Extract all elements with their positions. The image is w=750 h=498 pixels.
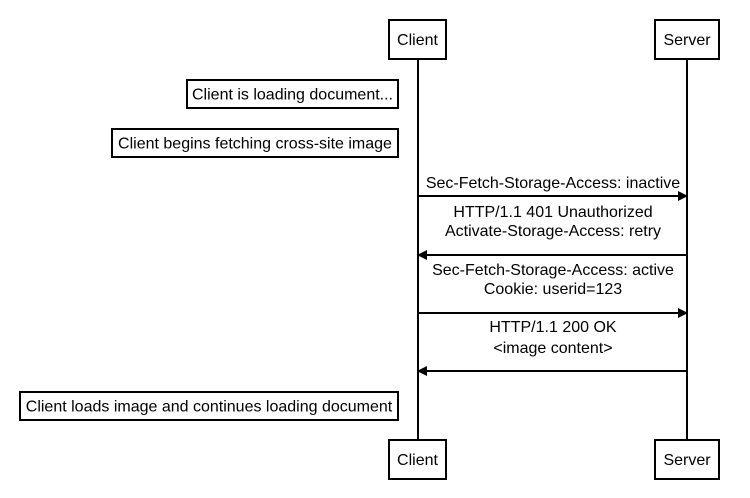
- note-loads-image: Client loads image and continues loading…: [19, 391, 399, 421]
- arrowhead-left: [417, 250, 427, 260]
- message-request-active: Sec-Fetch-Storage-Access: active Cookie:…: [418, 262, 688, 318]
- server-participant-bottom: Server: [654, 439, 720, 480]
- server-label-bottom: Server: [663, 452, 711, 469]
- message-label: Sec-Fetch-Storage-Access: active: [432, 262, 674, 279]
- client-participant-bottom: Client: [388, 439, 447, 480]
- note-text: Client loads image and continues loading…: [26, 399, 393, 416]
- server-label-top: Server: [663, 32, 711, 49]
- server-participant-top: Server: [654, 19, 720, 60]
- message-request-inactive: Sec-Fetch-Storage-Access: inactive: [418, 175, 688, 201]
- note-begins-fetching: Client begins fetching cross-site image: [111, 128, 399, 158]
- message-label: Cookie: userid=123: [484, 281, 622, 298]
- message-response-401: HTTP/1.1 401 Unauthorized Activate-Stora…: [417, 204, 687, 260]
- message-label: Sec-Fetch-Storage-Access: inactive: [426, 175, 680, 192]
- message-label: HTTP/1.1 200 OK: [489, 319, 616, 336]
- arrowhead-left: [417, 366, 427, 376]
- client-label-bottom: Client: [397, 452, 438, 469]
- note-loading-document: Client is loading document...: [186, 79, 399, 109]
- client-label-top: Client: [397, 32, 438, 49]
- arrowhead-right: [678, 191, 688, 201]
- message-label: Activate-Storage-Access: retry: [445, 223, 661, 240]
- arrowhead-right: [678, 308, 688, 318]
- message-label: <image content>: [493, 340, 612, 357]
- client-participant-top: Client: [388, 19, 447, 60]
- message-label: HTTP/1.1 401 Unauthorized: [453, 204, 652, 221]
- note-text: Client is loading document...: [192, 87, 393, 104]
- message-response-200: HTTP/1.1 200 OK <image content>: [417, 319, 687, 376]
- note-text: Client begins fetching cross-site image: [118, 136, 392, 153]
